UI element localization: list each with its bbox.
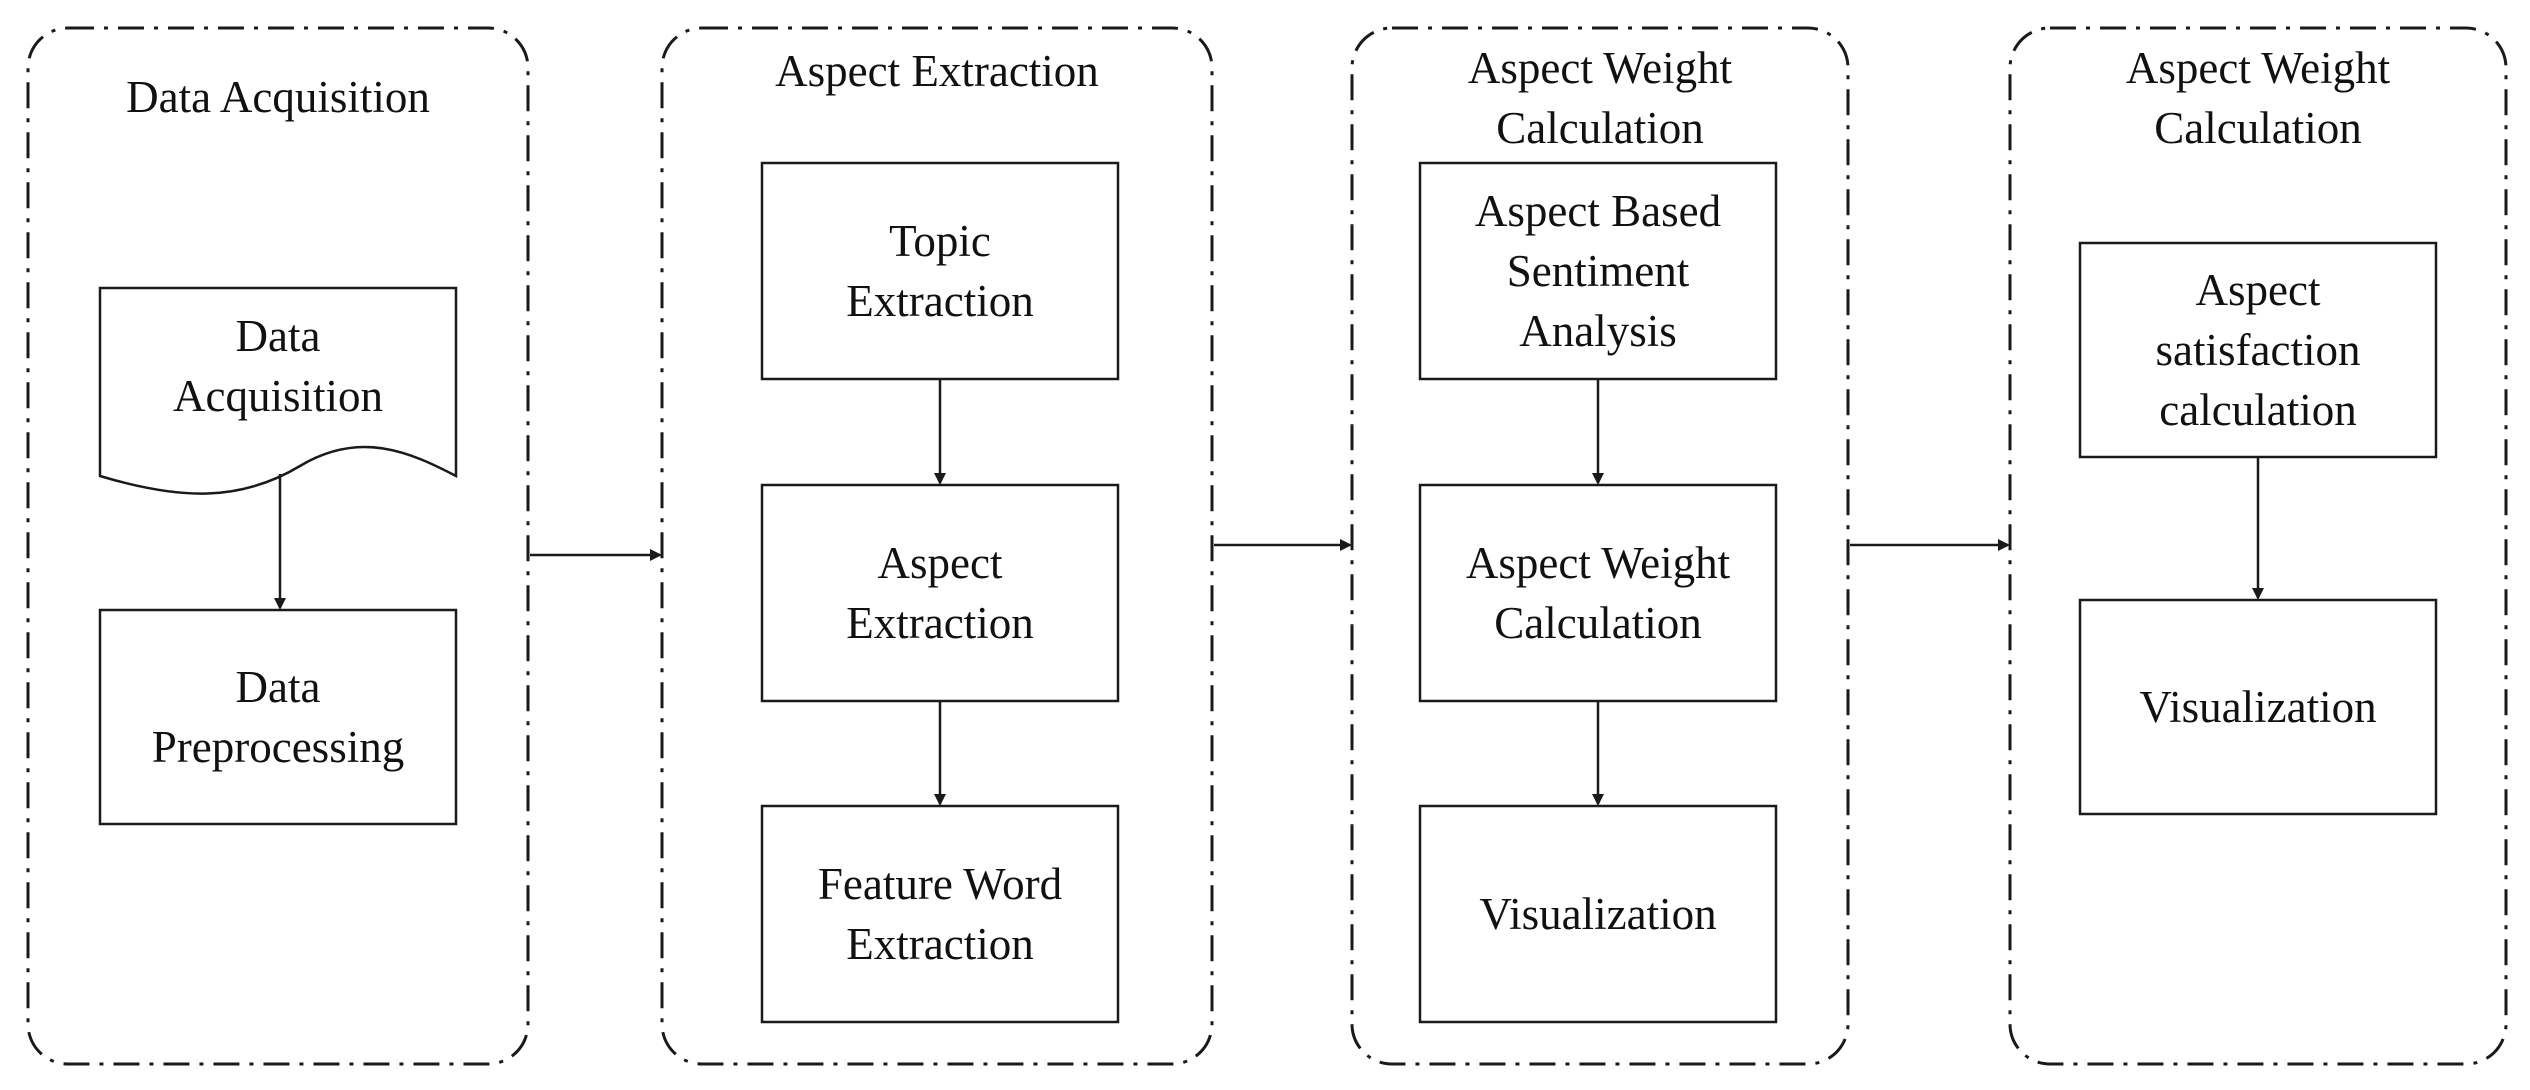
- data-acquisition-document-shape: [98, 286, 458, 495]
- visualization-box-4: [2078, 598, 2438, 816]
- aspect-satisfaction-box: [2078, 241, 2438, 459]
- aspect-extraction-box: [760, 483, 1120, 703]
- visualization-label-4: Visualization: [2080, 600, 2436, 814]
- label-line: Visualization: [2139, 682, 2377, 732]
- aspect-satisfaction-label: Aspect satisfaction calculation: [2080, 243, 2436, 457]
- label-line: calculation: [2159, 385, 2357, 435]
- label-line: Calculation: [1496, 103, 1704, 153]
- stage-2-container: [660, 26, 1214, 1066]
- label-line: Calculation: [1494, 598, 1702, 648]
- feature-word-extraction-box: [760, 804, 1120, 1024]
- stage-2-title: Aspect Extraction: [674, 36, 1200, 106]
- label-line: Analysis: [1519, 306, 1677, 356]
- label-line: Aspect Weight: [1465, 538, 1731, 588]
- label-line: Aspect: [2195, 265, 2321, 315]
- visualization-label-3: Visualization: [1420, 806, 1776, 1022]
- label-line: Data Acquisition: [126, 72, 430, 122]
- label-line: Aspect Weight: [2125, 43, 2391, 93]
- stage-3-container: [1350, 26, 1850, 1066]
- topic-extraction-box: [760, 161, 1120, 381]
- stage-4-container: [2008, 26, 2508, 1066]
- data-preprocessing-box: [98, 608, 458, 826]
- label-line: satisfaction: [2155, 325, 2361, 375]
- label-line: Acquisition: [173, 371, 383, 421]
- label-line: Feature Word: [817, 859, 1063, 909]
- label-line: Aspect Extraction: [775, 46, 1099, 96]
- label-line: Aspect Weight: [1467, 43, 1733, 93]
- label-line: Aspect Based: [1474, 186, 1722, 236]
- label-line: Data: [235, 662, 321, 712]
- aspect-weight-calculation-box: [1418, 483, 1778, 703]
- label-line: Calculation: [2154, 103, 2362, 153]
- label-line: Topic: [889, 216, 991, 266]
- aspect-based-sentiment-box: [1418, 161, 1778, 381]
- label-line: Extraction: [846, 276, 1034, 326]
- label-line: Extraction: [846, 919, 1034, 969]
- label-line: Sentiment: [1506, 246, 1690, 296]
- label-line: Preprocessing: [151, 722, 405, 772]
- label-line: Visualization: [1479, 889, 1717, 939]
- stage-1-container: [26, 26, 530, 1066]
- label-line: Data: [235, 311, 321, 361]
- label-line: Aspect: [877, 538, 1003, 588]
- visualization-box-3: [1418, 804, 1778, 1024]
- stage-1-title: Data Acquisition: [40, 62, 516, 132]
- label-line: Extraction: [846, 598, 1034, 648]
